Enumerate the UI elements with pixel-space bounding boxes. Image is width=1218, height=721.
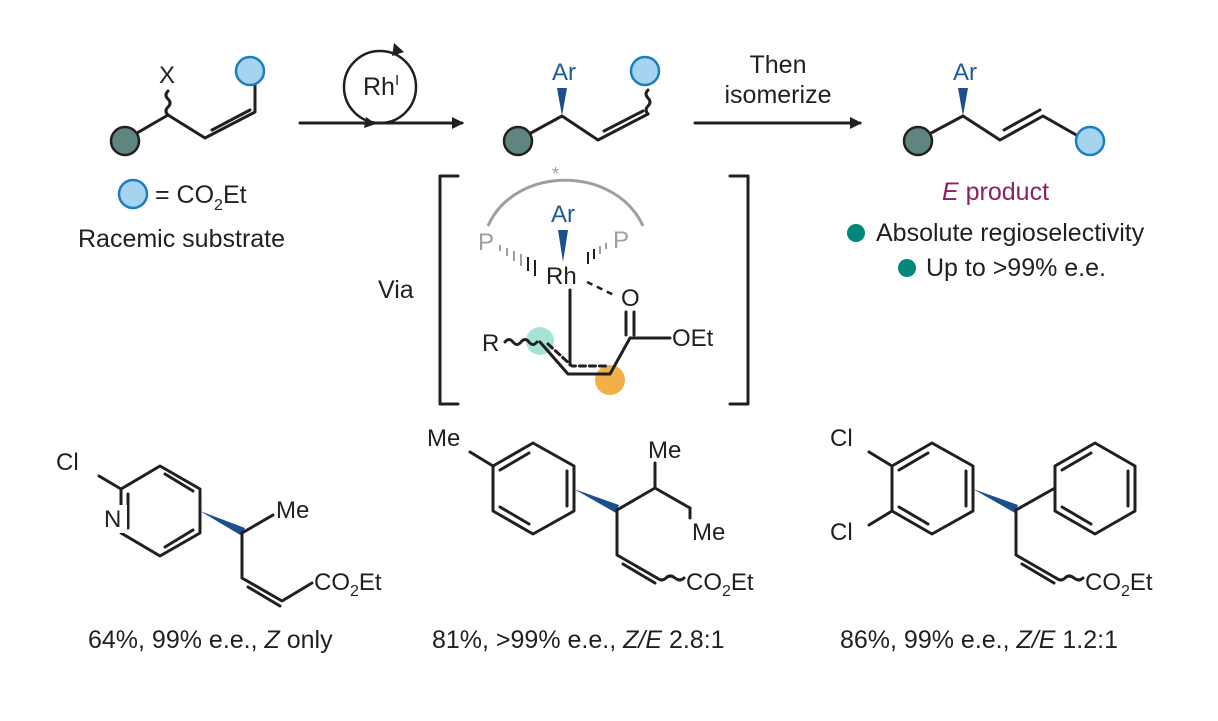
leaving-group-x: X [159, 62, 175, 89]
wavy-bond [503, 338, 539, 346]
ex1-n: N [104, 506, 121, 533]
left-bracket [438, 174, 460, 406]
ts-aryl: Ar [551, 201, 575, 228]
ex2-caption-post: 2.8:1 [662, 626, 725, 654]
e-product-italic: E [942, 178, 959, 206]
ex1-ester-sub: 2 [350, 583, 359, 600]
ex2-ester-sub: 2 [722, 583, 731, 600]
ex3-cl-bottom: Cl [830, 519, 853, 546]
ex3-ester-a: CO [1085, 569, 1121, 596]
svg-text:86%, 99% e.e., Z/E 1.2:1: 86%, 99% e.e., Z/E 1.2:1 [840, 626, 1118, 654]
stereo-wedge [557, 88, 567, 116]
carbonyl-o: O [621, 285, 640, 312]
right-bracket [728, 174, 750, 406]
bullet-regioselectivity: Absolute regioselectivity [876, 219, 1145, 247]
ex3-cl-top: Cl [830, 425, 853, 452]
ex1-caption-pre: 64%, 99% e.e., [88, 626, 265, 654]
catalyst-metal: Rh [363, 73, 395, 101]
final-product: Ar E product Absolute regioselectivity U… [847, 59, 1145, 282]
svg-text:= CO2Et: = CO2Et [155, 181, 247, 214]
transition-state: Via * P P Ar Rh O [378, 164, 750, 406]
ex2-ester-b: Et [731, 569, 754, 596]
svg-text:CO2Et: CO2Et [314, 569, 382, 600]
reaction-arrow-1: RhI [298, 43, 464, 129]
stereo-wedge [958, 88, 968, 116]
ex1-ester-a: CO [314, 569, 350, 596]
e-product-rest: product [959, 178, 1049, 206]
catalyst-oxidation: I [395, 72, 399, 89]
ex1-me: Me [276, 497, 309, 524]
intermediate-product: Ar [502, 55, 661, 157]
alkyl-sphere [109, 125, 141, 157]
hashed-bond-right [587, 243, 607, 264]
ex2-ester-a: CO [686, 569, 722, 596]
highlight-gamma-carbon [595, 365, 625, 395]
ex2-caption-ital: Z/E [622, 626, 662, 654]
final-aryl: Ar [953, 59, 977, 86]
ex1-cl: Cl [56, 449, 79, 476]
ex3-ester-b: Et [1130, 569, 1153, 596]
ligand-p-right: P [613, 227, 629, 254]
intermediate-aryl: Ar [552, 59, 576, 86]
svg-text:81%, >99% e.e., Z/E 2.8:1: 81%, >99% e.e., Z/E 2.8:1 [432, 626, 725, 654]
ex2-me-ring: Me [427, 425, 460, 452]
bullet-dot [898, 259, 916, 277]
stereo-wedge [200, 511, 245, 536]
ligand-p-left: P [478, 229, 494, 256]
wavy-bond [655, 574, 686, 582]
ligand-backbone [486, 178, 645, 227]
dative-bond [586, 280, 617, 298]
ex2-me-top: Me [648, 437, 681, 464]
ts-ester: OEt [672, 325, 714, 352]
bullet-dot [847, 224, 865, 242]
ex2-caption-pre: 81%, >99% e.e., [432, 626, 623, 654]
legend-sub: 2 [214, 197, 223, 214]
svg-text:CO2Et: CO2Et [1085, 569, 1153, 600]
ex2-me-bottom: Me [692, 519, 725, 546]
hashed-bond-left [499, 245, 536, 276]
bullet-ee: Up to >99% e.e. [926, 254, 1106, 282]
ex3-caption-pre: 86%, 99% e.e., [840, 626, 1017, 654]
alkyl-sphere [902, 125, 934, 157]
legend-ester-sphere [117, 178, 149, 210]
chirality-star: * [552, 164, 559, 184]
wavy-bond [164, 89, 172, 117]
ex1-caption-post: only [280, 626, 333, 654]
ex3-ester-sub: 2 [1121, 583, 1130, 600]
svg-text:RhI: RhI [363, 72, 399, 101]
ex3-caption-post: 1.2:1 [1055, 626, 1118, 654]
example-3: Cl Cl CO2Et 86%, 99% e.e., Z/E 1.2:1 [830, 425, 1153, 654]
catalytic-cycle [342, 49, 418, 125]
ex3-caption-ital: Z/E [1016, 626, 1056, 654]
wavy-bond [1054, 574, 1085, 582]
reaction-arrow-2: Then isomerize [693, 51, 862, 129]
example-1: N Cl Me CO2Et 64%, 99% e.e., Z only [56, 449, 382, 654]
ester-sphere [234, 55, 266, 87]
legend-eq: = CO [155, 181, 214, 209]
stereo-wedge [558, 230, 568, 262]
svg-text:64%, 99% e.e., Z only: 64%, 99% e.e., Z only [88, 626, 333, 654]
ex1-ester-b: Et [359, 569, 382, 596]
ts-metal: Rh [546, 263, 577, 290]
alkyl-sphere [502, 125, 534, 157]
cycle-arrowhead [392, 43, 404, 56]
svg-text:CO2Et: CO2Et [686, 569, 754, 600]
legend-tail: Et [223, 181, 247, 209]
step2-line1: Then [750, 51, 807, 79]
substrate-caption: Racemic substrate [78, 225, 285, 253]
wavy-bond [644, 88, 652, 116]
stereo-wedge [574, 489, 619, 513]
example-2: Me Me Me CO2Et 81%, >99% e.e., Z/E 2.8:1 [427, 425, 754, 654]
ester-sphere [629, 55, 661, 87]
svg-text:E product: E product [942, 178, 1049, 206]
stereo-wedge [973, 489, 1018, 513]
via-label: Via [378, 276, 414, 304]
racemic-substrate: X [109, 55, 266, 157]
ts-r-group: R [482, 330, 499, 357]
ex1-caption-ital: Z [264, 626, 281, 654]
sphere-legend: = CO2Et Racemic substrate [78, 178, 285, 253]
step2-line2: isomerize [725, 81, 832, 109]
ester-sphere [1074, 125, 1106, 157]
